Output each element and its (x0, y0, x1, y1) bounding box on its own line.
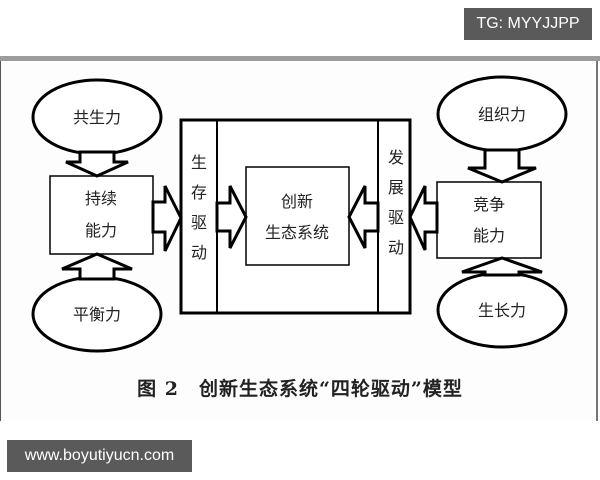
arrow-up-right (461, 256, 543, 277)
figure-number: 图 2 (137, 378, 179, 400)
label-competitive-line2: 能力 (473, 226, 505, 245)
figure-frame-border (0, 61, 598, 421)
arrow-right-survival (151, 185, 183, 252)
label-competitive-line1: 竞争 (473, 195, 505, 214)
watermark-badge-bottom: www.boyutiyucn.com (7, 440, 192, 472)
label-survival-drive-3: 驱 (191, 213, 207, 232)
label-development-drive-4: 动 (388, 238, 404, 257)
arrow-left-development (408, 185, 439, 251)
label-development-drive-2: 展 (388, 178, 404, 197)
label-survival-drive-4: 动 (191, 243, 207, 262)
box-competitive-capability (436, 181, 542, 259)
arrow-right-center (215, 185, 248, 249)
arrow-down-left (65, 150, 129, 178)
box-sustainable-capability (49, 175, 154, 255)
label-organization-force: 组织力 (478, 105, 526, 124)
figure-caption: 图 2 创新生态系统“四轮驱动”模型 (0, 374, 600, 401)
label-center-line2: 生态系统 (265, 223, 329, 242)
label-survival-drive-1: 生 (191, 153, 207, 172)
arrow-up-left (61, 252, 133, 281)
figure-title: 创新生态系统“四轮驱动”模型 (198, 378, 463, 400)
label-symbiosis-force: 共生力 (73, 108, 121, 127)
label-center-line1: 创新 (281, 192, 313, 211)
box-innovation-ecosystem (245, 166, 350, 266)
label-sustainable-line1: 持续 (85, 189, 117, 208)
label-survival-drive-2: 存 (191, 183, 207, 202)
arrow-left-center (347, 185, 380, 249)
label-growth-force: 生长力 (478, 301, 526, 320)
arrow-down-right (467, 148, 537, 184)
label-development-drive-1: 发 (388, 148, 404, 167)
label-balance-force: 平衡力 (73, 305, 121, 324)
watermark-badge-top: TG: MYYJJPP (464, 8, 592, 40)
label-development-drive-3: 驱 (388, 208, 404, 227)
label-sustainable-line2: 能力 (85, 221, 117, 240)
